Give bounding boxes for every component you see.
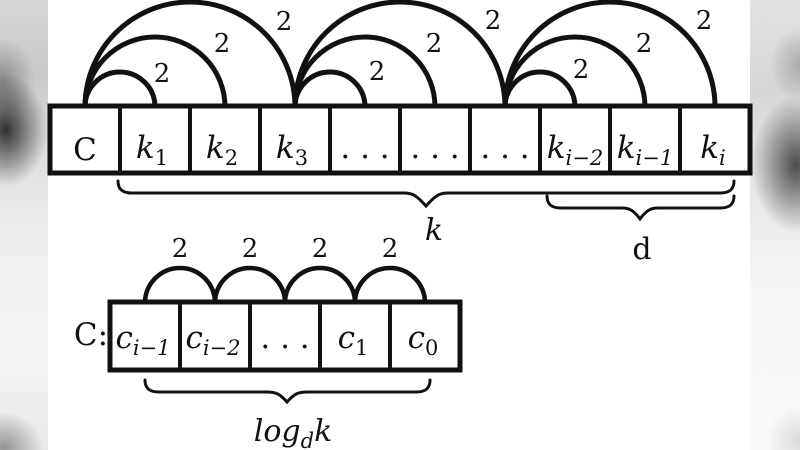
blurred-edge-right bbox=[750, 0, 800, 450]
arc-d3-ki bbox=[502, 0, 718, 108]
svg-text:ki−1: ki−1 bbox=[617, 130, 673, 170]
brace-d-label: d bbox=[632, 232, 651, 267]
svg-text:ki−2: ki−2 bbox=[547, 130, 603, 170]
arc-c-adjacent bbox=[142, 265, 218, 304]
svg-text:. . .: . . . bbox=[410, 130, 459, 166]
arc-weight-label: 2 bbox=[636, 29, 653, 59]
array-cell: ki bbox=[678, 104, 752, 175]
arc-weight-label: 2 bbox=[172, 234, 189, 264]
arc-c-k2 bbox=[82, 34, 228, 108]
bottom-array-border bbox=[107, 299, 463, 373]
top-array-border bbox=[47, 103, 753, 176]
arc-c-k3 bbox=[82, 0, 298, 108]
arc-k3-d2 bbox=[292, 34, 438, 108]
array-cell: c0 bbox=[388, 300, 462, 372]
array-cell: ci−2 bbox=[178, 300, 252, 372]
arc-c-adjacent bbox=[352, 265, 428, 304]
svg-text:ki: ki bbox=[700, 130, 726, 170]
array-cell: ci−1 bbox=[108, 300, 182, 372]
arc-weight-label: 2 bbox=[242, 234, 259, 264]
arc-k3-d1 bbox=[292, 69, 368, 108]
svg-text:. . .: . . . bbox=[340, 130, 389, 166]
arc-weight-label: 2 bbox=[485, 6, 502, 36]
top-arc-group: 2 2 2 2 2 2 2 2 2 bbox=[82, 0, 718, 108]
blurred-edge-left bbox=[0, 0, 48, 450]
brace-k: k bbox=[116, 179, 736, 248]
arc-k3-d3 bbox=[292, 0, 508, 108]
svg-text:. . .: . . . bbox=[480, 130, 529, 166]
svg-text:C: C bbox=[73, 132, 97, 168]
bottom-arc-group: 2 2 2 2 bbox=[142, 234, 428, 304]
top-array: C k1 k2 k3 . . . . . . bbox=[47, 103, 753, 176]
array-cell: k3 bbox=[258, 104, 332, 175]
svg-text:. . .: . . . bbox=[260, 320, 309, 356]
arc-c-k1 bbox=[82, 69, 158, 108]
arc-weight-label: 2 bbox=[696, 6, 713, 36]
array-cell: . . . bbox=[468, 104, 542, 175]
svg-text:k2: k2 bbox=[206, 130, 238, 170]
arc-d3-ki2 bbox=[502, 69, 578, 108]
arc-weight-label: 2 bbox=[214, 29, 231, 59]
bottom-array-prefix: C: bbox=[74, 317, 108, 353]
svg-text:c1: c1 bbox=[338, 320, 369, 360]
svg-text:k1: k1 bbox=[136, 130, 168, 170]
array-cell: . . . bbox=[398, 104, 472, 175]
svg-text:k3: k3 bbox=[276, 130, 308, 170]
array-cell: ki−1 bbox=[608, 104, 682, 175]
array-cell: c1 bbox=[318, 300, 392, 372]
arc-c-adjacent bbox=[212, 265, 288, 304]
brace-logdk-label: logdk bbox=[254, 414, 333, 450]
array-cell: ki−2 bbox=[538, 104, 612, 175]
brace-logdk: logdk bbox=[143, 378, 432, 450]
brace-d: d bbox=[545, 194, 736, 267]
array-cell: . . . bbox=[328, 104, 402, 175]
arc-weight-label: 2 bbox=[312, 234, 329, 264]
svg-text:ci−2: ci−2 bbox=[185, 320, 240, 360]
array-cell: . . . bbox=[248, 300, 322, 372]
arc-weight-label: 2 bbox=[426, 29, 443, 59]
bottom-array: C: ci−1 ci−2 . . . c1 c0 bbox=[74, 299, 463, 373]
brace-k-label: k bbox=[425, 213, 443, 248]
svg-text:ci−1: ci−1 bbox=[115, 320, 170, 360]
arc-weight-label: 2 bbox=[369, 57, 386, 87]
arc-c-adjacent bbox=[282, 265, 358, 304]
arc-weight-label: 2 bbox=[276, 7, 293, 37]
arc-weight-label: 2 bbox=[154, 59, 171, 89]
arc-weight-label: 2 bbox=[573, 55, 590, 85]
svg-text:c0: c0 bbox=[408, 320, 439, 360]
arc-d3-ki1 bbox=[502, 34, 648, 108]
array-cell: k1 bbox=[118, 104, 192, 175]
arc-weight-label: 2 bbox=[382, 234, 399, 264]
array-cell: C bbox=[48, 104, 122, 175]
array-cell: k2 bbox=[188, 104, 262, 175]
